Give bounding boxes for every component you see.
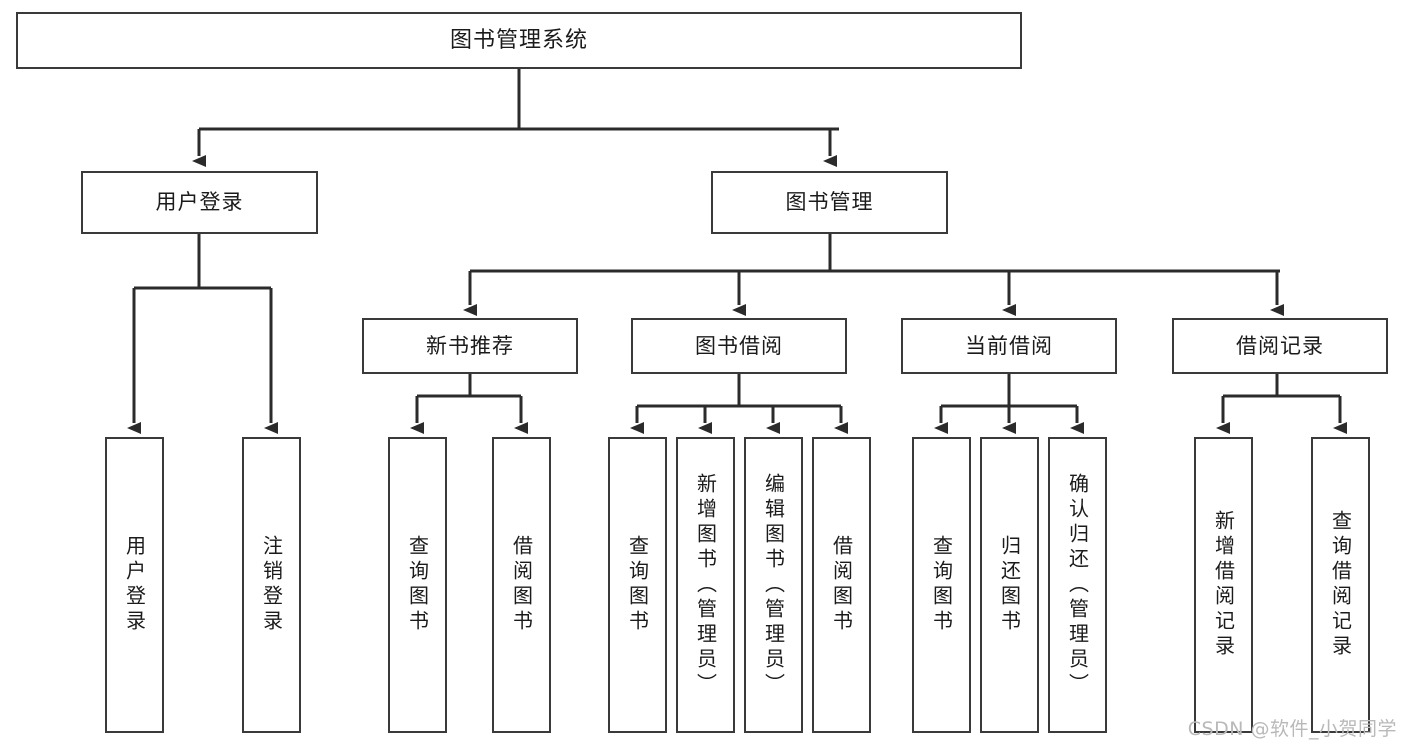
leaf-user-login-login[interactable]: 用户登录 [105,437,164,733]
node-root-system[interactable]: 图书管理系统 [16,12,1022,69]
node-label: 新书推荐 [426,333,514,358]
node-current-borrow[interactable]: 当前借阅 [901,318,1117,374]
node-label: 查询图书 [405,535,430,635]
node-label: 图书管理系统 [449,27,588,53]
leaf-current-confirm-return-admin[interactable]: 确认归还（管理员） [1048,437,1107,733]
node-label: 新增借阅记录 [1211,510,1236,660]
node-label: 用户登录 [155,190,244,215]
node-book-management[interactable]: 图书管理 [711,171,948,234]
leaf-current-query-book[interactable]: 查询图书 [912,437,971,733]
leaf-borrow-borrow-book[interactable]: 借阅图书 [812,437,871,733]
node-label: 用户登录 [122,535,147,635]
node-label: 新增图书（管理员） [693,472,718,698]
node-label: 确认归还（管理员） [1065,472,1090,698]
leaf-record-query-record[interactable]: 查询借阅记录 [1311,437,1370,733]
leaf-borrow-query-book[interactable]: 查询图书 [608,437,667,733]
leaf-new-book-query[interactable]: 查询图书 [388,437,447,733]
node-label: 编辑图书（管理员） [761,472,786,698]
leaf-borrow-edit-book-admin[interactable]: 编辑图书（管理员） [744,437,803,733]
leaf-new-book-borrow[interactable]: 借阅图书 [492,437,551,733]
watermark-text: CSDN @软件_小贺同学 [1187,718,1397,740]
node-label: 图书借阅 [695,333,783,358]
leaf-user-login-logout[interactable]: 注销登录 [242,437,301,733]
node-book-borrow[interactable]: 图书借阅 [631,318,847,374]
node-label: 借阅记录 [1236,333,1324,358]
node-user-login[interactable]: 用户登录 [81,171,318,234]
leaf-current-return-book[interactable]: 归还图书 [980,437,1039,733]
node-label: 借阅图书 [829,535,854,635]
node-label: 查询图书 [929,535,954,635]
node-label: 图书管理 [785,190,874,215]
node-label: 注销登录 [259,535,284,635]
node-label: 当前借阅 [965,333,1053,358]
node-label: 归还图书 [997,535,1022,635]
leaf-borrow-add-book-admin[interactable]: 新增图书（管理员） [676,437,735,733]
leaf-record-add-record[interactable]: 新增借阅记录 [1194,437,1253,733]
node-new-book-recommend[interactable]: 新书推荐 [362,318,578,374]
node-borrow-record[interactable]: 借阅记录 [1172,318,1388,374]
node-label: 借阅图书 [509,535,534,635]
node-label: 查询图书 [625,535,650,635]
node-label: 查询借阅记录 [1328,510,1353,660]
